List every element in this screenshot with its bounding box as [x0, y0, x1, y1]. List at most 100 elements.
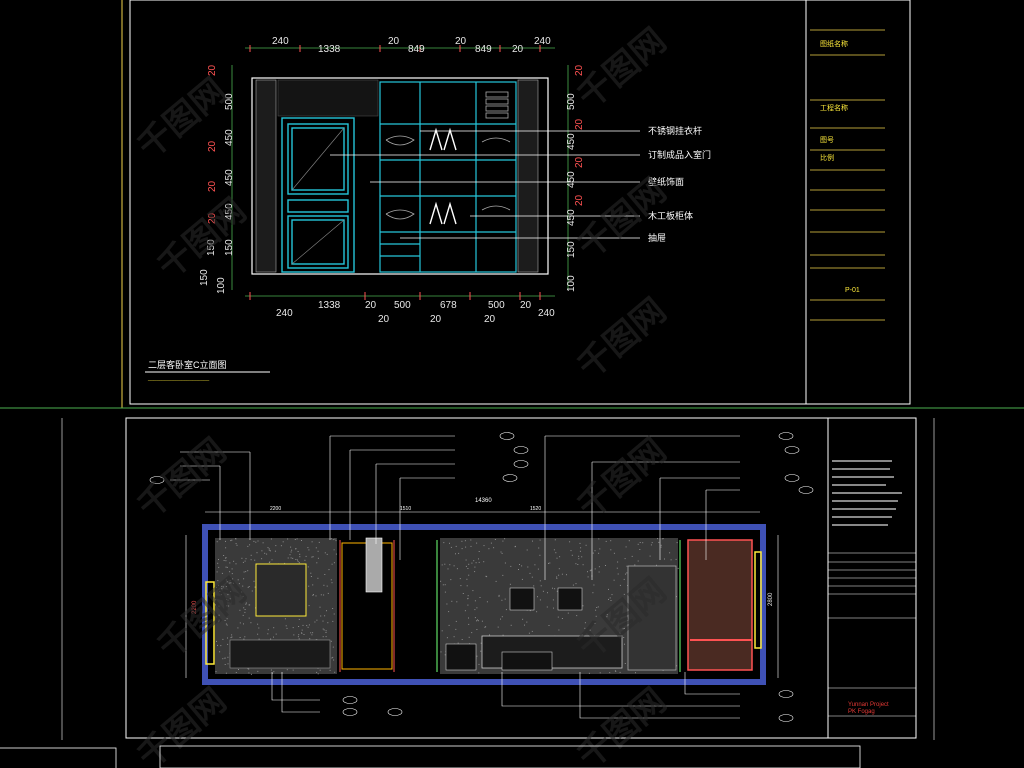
speckle-dot	[582, 605, 584, 607]
speckle-dot	[317, 577, 319, 579]
top-dim-ticks	[249, 45, 541, 300]
speckle-dot	[622, 628, 624, 630]
speckle-dot	[228, 605, 230, 607]
speckle-dot	[444, 584, 446, 586]
speckle-dot	[489, 634, 490, 636]
speckle-dot	[223, 555, 225, 556]
speckle-dot	[552, 599, 554, 601]
speckle-dot	[676, 596, 677, 598]
right-dim-5: 450	[566, 171, 577, 188]
speckle-dot	[566, 574, 567, 576]
speckle-dot	[533, 585, 535, 587]
speckle-dot	[261, 558, 263, 560]
speckle-dot	[324, 574, 326, 575]
speckle-dot	[617, 561, 619, 563]
speckle-dot	[222, 638, 224, 640]
speckle-dot	[247, 586, 249, 588]
speckle-dot	[595, 609, 597, 611]
speckle-dot	[575, 583, 577, 585]
speckle-dot	[488, 548, 490, 550]
speckle-dot	[477, 620, 479, 622]
speckle-dot	[521, 565, 523, 567]
speckle-dot	[331, 582, 333, 584]
speckle-dot	[449, 542, 450, 544]
speckle-dot	[231, 539, 233, 541]
speckle-dot	[290, 546, 292, 548]
watermark-5: 千图网	[130, 431, 234, 527]
speckle-dot	[219, 590, 221, 592]
speckle-dot	[228, 582, 230, 584]
speckle-dot	[475, 562, 477, 564]
speckle-dot	[465, 565, 467, 567]
speckle-dot	[522, 618, 524, 620]
speckle-dot	[626, 572, 628, 574]
speckle-dot	[247, 570, 249, 572]
tb-label-3: 图号	[820, 136, 834, 144]
speckle-dot	[218, 605, 220, 607]
speckle-dot	[534, 564, 536, 566]
left-dim-1: 500	[224, 93, 235, 110]
speckle-dot	[596, 607, 598, 608]
speckle-dot	[660, 544, 662, 546]
left-dim-4: 20	[207, 180, 218, 192]
left-window	[205, 581, 215, 665]
speckle-dot	[546, 606, 548, 608]
left-dim-7: 450	[224, 203, 235, 220]
speckle-dot	[328, 569, 330, 571]
speckle-dot	[229, 580, 231, 582]
speckle-dot	[229, 571, 231, 573]
speckle-dot	[327, 592, 329, 594]
speckle-dot	[333, 549, 335, 551]
speckle-dot	[308, 624, 310, 626]
speckle-dot	[656, 564, 657, 566]
speckle-dot	[267, 547, 269, 549]
speckle-dot	[312, 594, 314, 596]
speckle-dot	[311, 541, 313, 543]
speckle-dot	[585, 544, 587, 546]
speckle-dot	[284, 618, 286, 620]
speckle-dot	[242, 595, 244, 597]
speckle-dot	[440, 651, 442, 653]
speckle-dot	[548, 625, 550, 626]
speckle-dot	[301, 540, 302, 541]
speckle-dot	[619, 584, 621, 586]
speckle-dot	[244, 636, 246, 638]
speckle-dot	[578, 558, 580, 560]
speckle-dot	[239, 622, 241, 624]
speckle-dot	[635, 672, 636, 674]
speckle-dot	[312, 556, 314, 558]
speckle-dot	[218, 559, 219, 560]
speckle-dot	[649, 555, 651, 557]
speckle-dot	[294, 539, 296, 540]
speckle-dot	[651, 542, 653, 544]
speckle-dot	[270, 638, 272, 640]
speckle-dot	[444, 563, 446, 565]
speckle-dot	[312, 632, 314, 634]
top-dim-6: 20	[512, 44, 524, 55]
speckle-dot	[226, 598, 228, 600]
left-dim-12: 100	[216, 277, 227, 294]
speckle-dot	[634, 564, 636, 566]
speckle-dot	[322, 620, 324, 622]
speckle-dot	[623, 637, 625, 638]
watermark-layer: 千图网 千图网 千图网 千图网 千图网 千图网 千图网 千图网 千图网 千图网 …	[130, 21, 674, 768]
speckle-dot	[494, 539, 496, 540]
speckle-dot	[538, 547, 540, 549]
speckle-dot	[218, 620, 220, 622]
speckle-dot	[225, 566, 227, 568]
top-dim-1: 1338	[318, 44, 341, 55]
speckle-dot	[298, 638, 300, 640]
speckle-dot	[556, 557, 558, 559]
speckle-dot	[301, 629, 303, 631]
speckle-dot	[615, 670, 617, 672]
speckle-dot	[464, 540, 466, 542]
speckle-dot	[254, 559, 256, 561]
speckle-dot	[237, 579, 239, 581]
top-sheet-frame	[129, 0, 911, 405]
speckle-dot	[316, 671, 318, 673]
bot-dim-2: 20	[365, 300, 377, 311]
speckle-dot	[455, 553, 456, 555]
speckle-dot	[256, 552, 258, 554]
speckle-dot	[229, 562, 231, 564]
speckle-dot	[449, 564, 451, 566]
